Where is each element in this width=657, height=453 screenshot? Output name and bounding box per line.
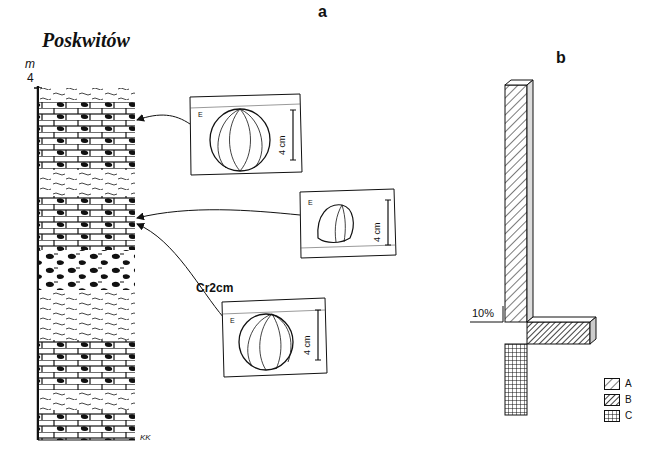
legend-label: A: [625, 379, 632, 389]
percent-label: 10%: [472, 308, 494, 319]
unit-code: Cr2cm: [196, 282, 233, 294]
scale-label: 4 cm: [278, 135, 287, 155]
legend-swatch: [604, 378, 620, 390]
legend-label: C: [625, 411, 632, 421]
legend-swatch: [604, 410, 620, 422]
specimen-mark: E: [230, 317, 235, 324]
signature: KK: [140, 434, 151, 442]
locality-title: Poskwitów: [42, 30, 130, 50]
panel-letter: b: [556, 50, 566, 66]
scale-label: 4 cm: [373, 222, 382, 242]
legend-swatch: [604, 394, 620, 406]
unit-label: m: [25, 58, 35, 70]
specimen-mark: E: [198, 111, 203, 118]
scale-label: 4 cm: [303, 335, 312, 355]
legend-label: B: [625, 395, 632, 405]
specimen-mark: E: [308, 199, 313, 206]
scale-number: 4: [27, 72, 34, 84]
panel-letter: a: [318, 4, 327, 20]
